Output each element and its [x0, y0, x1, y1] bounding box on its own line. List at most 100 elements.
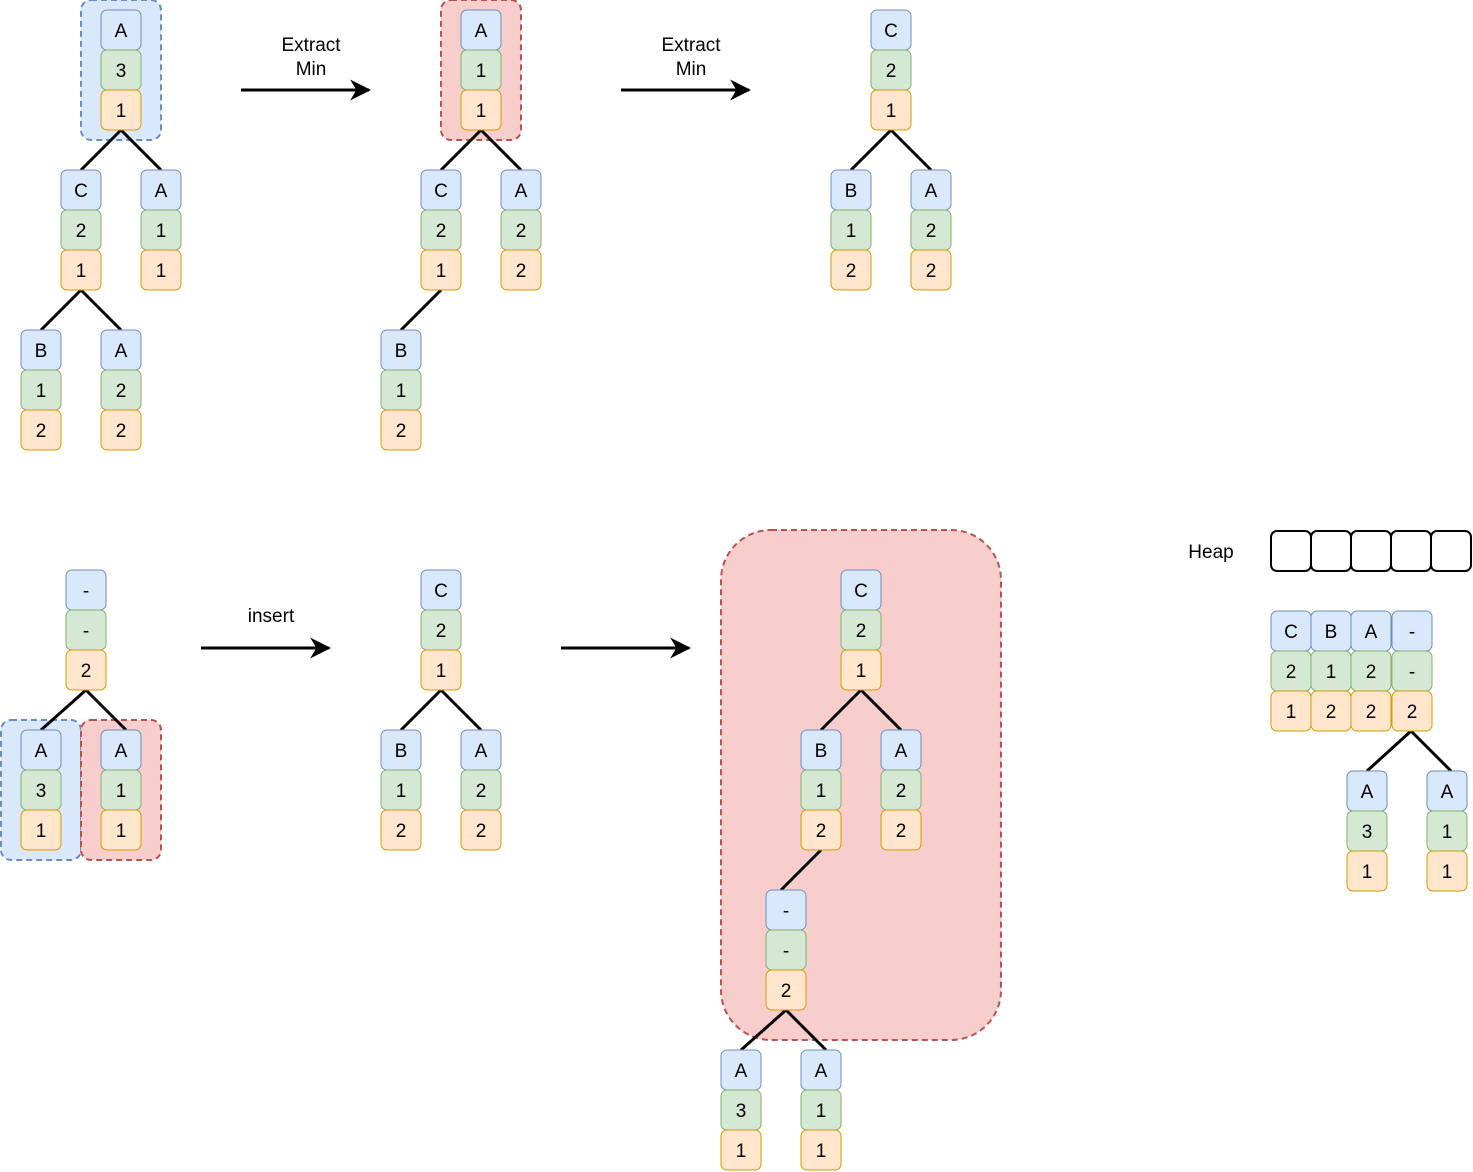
transition-arrows: [201, 79, 752, 659]
node-stack-t1-b: B12: [20, 329, 62, 451]
count-value: 3: [736, 1101, 747, 1122]
edge: [84, 688, 128, 732]
name-value: A: [115, 21, 128, 42]
edge: [79, 288, 123, 332]
node-stack-h-c: C21: [1270, 610, 1312, 732]
count-value: 1: [1326, 662, 1337, 683]
index-cell: [420, 249, 462, 291]
index-cell: [1391, 690, 1433, 732]
name-value: B: [395, 741, 408, 762]
name-value: B: [1325, 622, 1338, 643]
edge: [1365, 729, 1413, 773]
count-value: 1: [396, 781, 407, 802]
heap-slot: [1390, 530, 1432, 572]
node-stack-h-a: A22: [1350, 610, 1392, 732]
tree-nodes: A31C21A11B12A22A11C21A22B12C21B12A22--2A…: [20, 9, 1468, 1171]
index-cell: [1346, 850, 1388, 892]
count-value: 2: [476, 781, 487, 802]
index-cell: [880, 809, 922, 851]
count-value: 1: [396, 381, 407, 402]
count-value: 2: [886, 61, 897, 82]
name-value: A: [815, 1061, 828, 1082]
index-cell: [65, 649, 107, 691]
index-value: 2: [396, 821, 407, 842]
node-stack-t6-b: B12: [800, 729, 842, 851]
index-value: 2: [116, 421, 127, 442]
node-stack-h-b: B 1 2: [1310, 610, 1352, 732]
name-value: B: [395, 341, 408, 362]
name-value: -: [1409, 622, 1415, 643]
edge: [849, 128, 893, 172]
name-value: A: [475, 741, 488, 762]
index-value: 2: [926, 261, 937, 282]
node-stack-t6-dash: --2: [765, 889, 807, 1011]
count-value: 1: [1442, 822, 1453, 843]
heap-label: Heap: [1188, 542, 1233, 563]
count-value: 2: [896, 781, 907, 802]
node-stack-t1-a2: A22: [100, 329, 142, 451]
name-value: -: [83, 581, 89, 602]
index-value: 2: [781, 981, 792, 1002]
index-value: 2: [516, 261, 527, 282]
node-stack-t5-b: B 1 2: [380, 729, 422, 851]
index-cell: [720, 1129, 762, 1171]
edge: [479, 128, 523, 172]
heap-array-slots: [1270, 530, 1472, 572]
index-value: 1: [1286, 702, 1297, 723]
count-value: 2: [436, 221, 447, 242]
edge: [439, 128, 483, 172]
index-cell: [500, 249, 542, 291]
node-stack-t3-a: A22: [910, 169, 952, 291]
count-value: 2: [1286, 662, 1297, 683]
node-stack-hc-a3: A31: [1346, 770, 1388, 892]
node-stack-t4-root: --2: [65, 569, 107, 691]
index-value: 1: [886, 101, 897, 122]
index-cell: [800, 1129, 842, 1171]
index-cell: [870, 89, 912, 131]
extract-min-label-2-line2: Min: [676, 59, 707, 80]
name-value: C: [434, 181, 448, 202]
node-stack-t3-root: C21: [870, 9, 912, 131]
index-value: 1: [436, 261, 447, 282]
index-cell: [1426, 850, 1468, 892]
index-value: 2: [1326, 702, 1337, 723]
edge: [740, 1008, 787, 1052]
node-stack-t1-c: C21: [60, 169, 102, 291]
index-value: 1: [116, 101, 127, 122]
index-value: 1: [476, 101, 487, 122]
name-value: C: [854, 581, 868, 602]
count-value: -: [83, 621, 89, 642]
count-value: 2: [516, 221, 527, 242]
index-cell: [20, 809, 62, 851]
index-cell: [800, 809, 842, 851]
index-value: 2: [816, 821, 827, 842]
index-value: 1: [736, 1141, 747, 1162]
edge: [859, 688, 903, 732]
edge: [79, 128, 123, 172]
name-value: A: [155, 181, 168, 202]
count-value: 2: [76, 221, 87, 242]
index-cell: [380, 809, 422, 851]
node-stack-t6-root: C21: [840, 569, 882, 691]
count-value: 1: [816, 781, 827, 802]
count-value: 1: [156, 221, 167, 242]
edge: [40, 688, 87, 732]
name-value: A: [925, 181, 938, 202]
node-stack-t4-a1: A11: [100, 729, 142, 851]
arrow-labels: Extract Min Extract Min insert Heap: [248, 35, 1234, 627]
node-stack-t2-root: A11: [460, 9, 502, 131]
edge: [819, 688, 863, 732]
index-cell: [20, 409, 62, 451]
name-value: A: [35, 741, 48, 762]
index-cell: [765, 969, 807, 1011]
index-cell: [460, 89, 502, 131]
index-value: 1: [1362, 862, 1373, 883]
extract-min-label-1-line2: Min: [296, 59, 327, 80]
count-value: 3: [36, 781, 47, 802]
insert-label: insert: [248, 606, 295, 627]
index-value: 1: [436, 661, 447, 682]
name-value: A: [475, 21, 488, 42]
index-value: 1: [156, 261, 167, 282]
name-value: A: [895, 741, 908, 762]
